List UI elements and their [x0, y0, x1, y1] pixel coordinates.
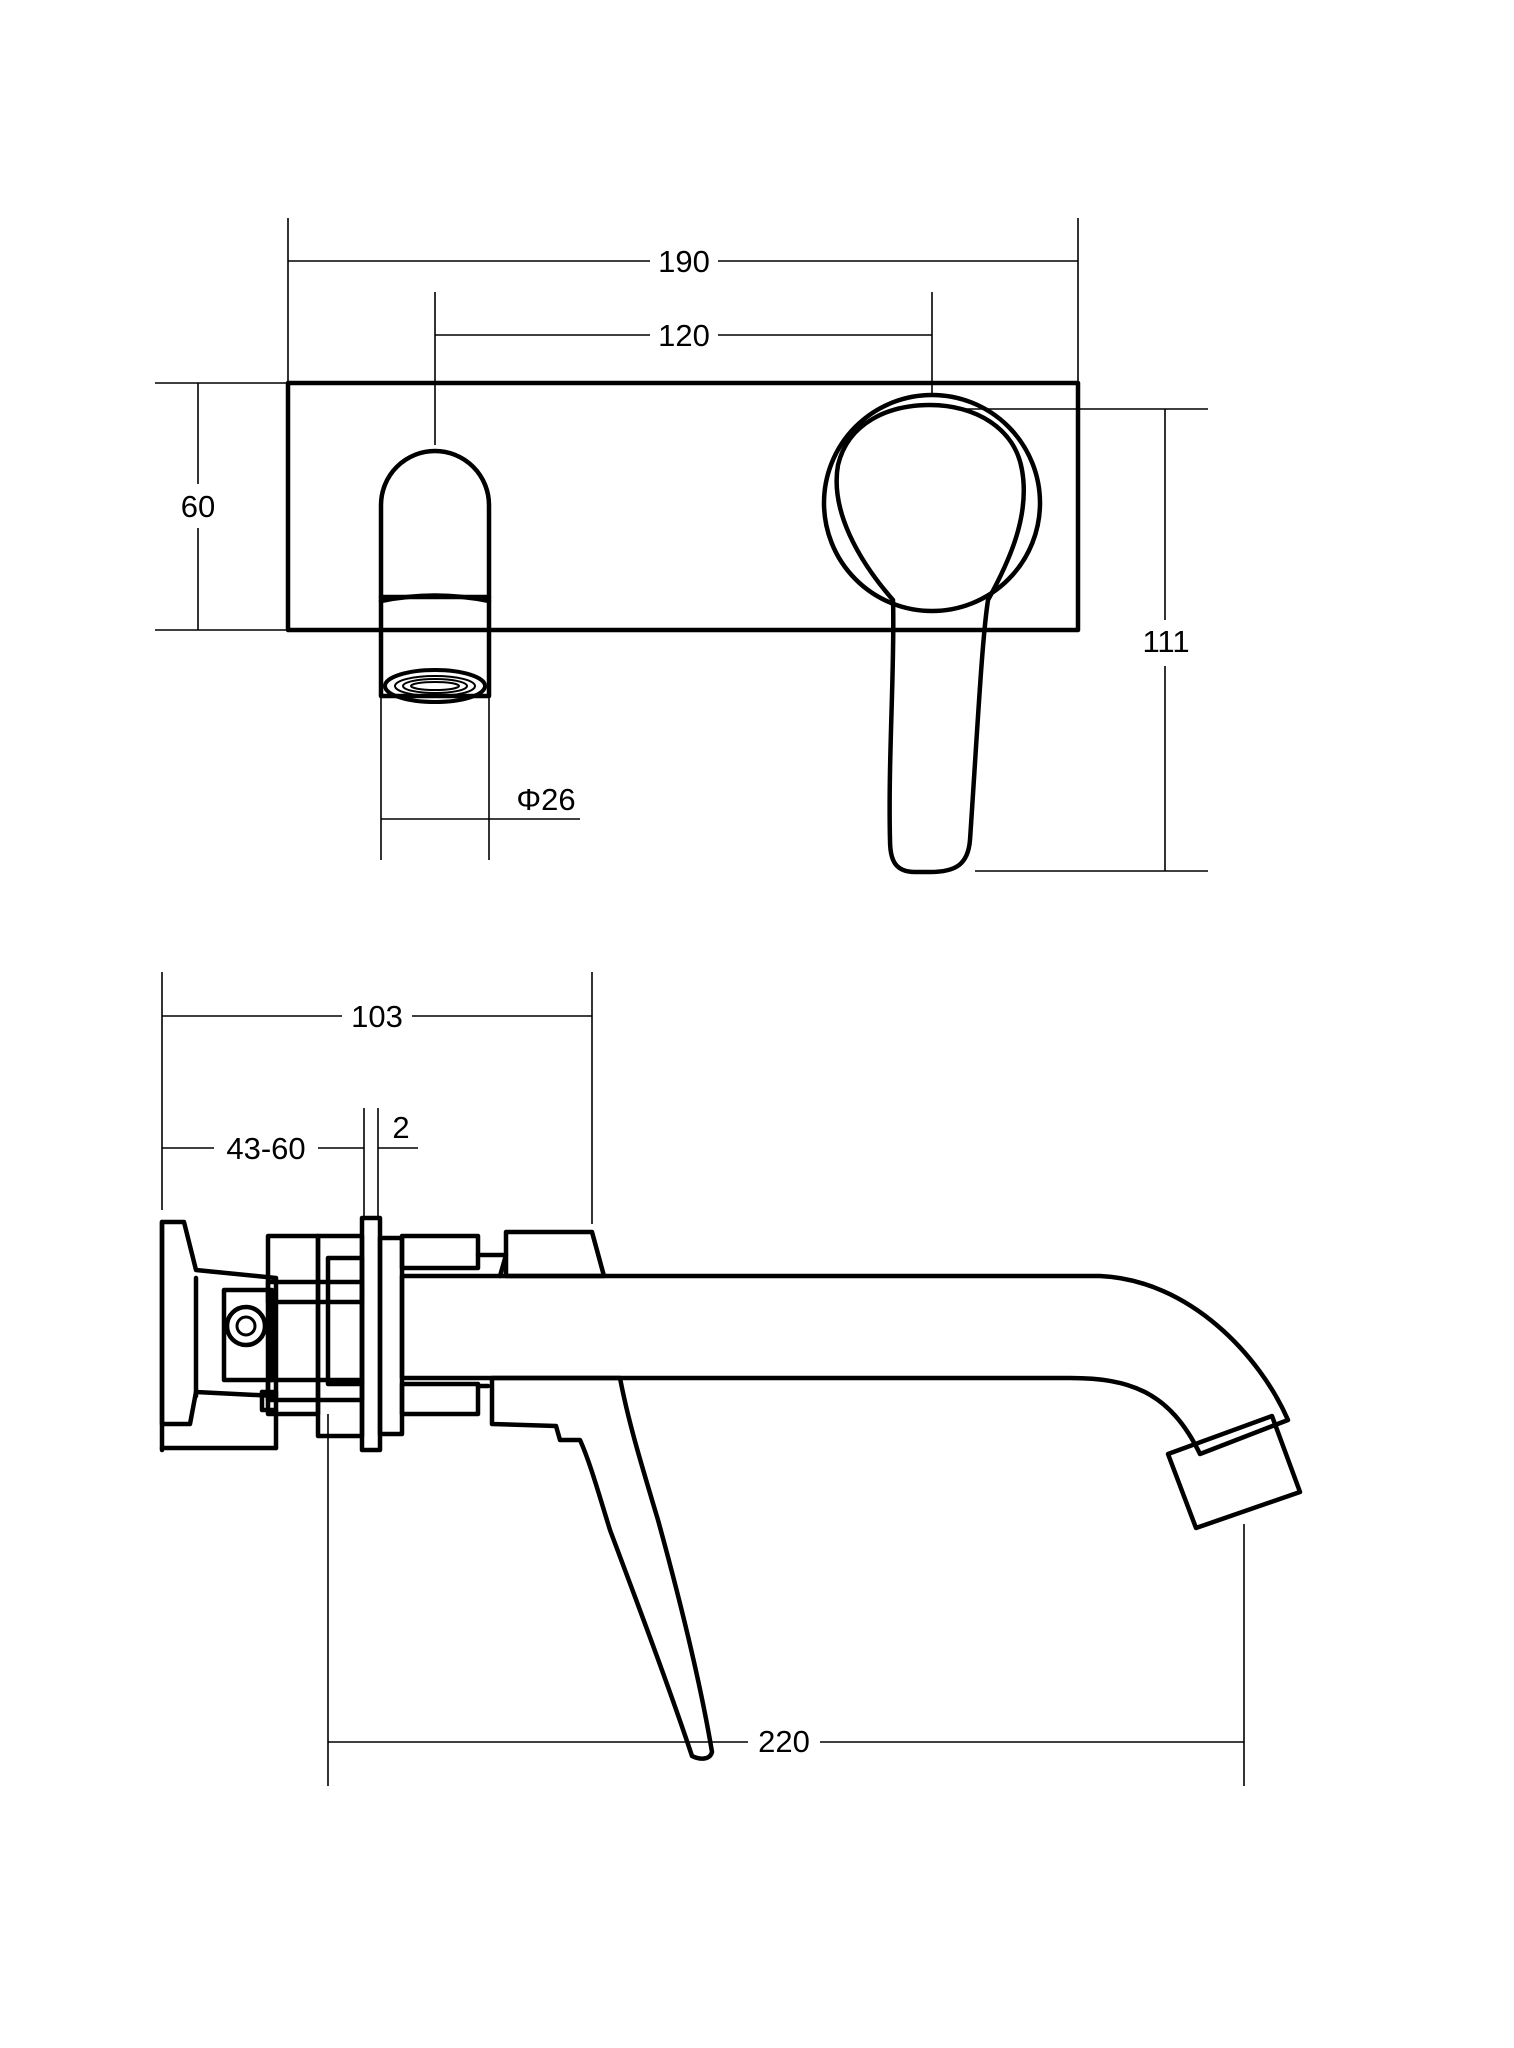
- dim-2: 2: [392, 1110, 409, 1145]
- dim-60: 60: [181, 489, 215, 524]
- wall-flange: [325, 1215, 509, 1453]
- dim-111: 111: [1142, 624, 1189, 659]
- dim-190: 190: [658, 244, 710, 279]
- handle-front: [821, 392, 1043, 875]
- spout-side: [399, 1273, 1291, 1457]
- dim-43-60: 43-60: [226, 1131, 305, 1166]
- lever-side: [503, 1229, 607, 1279]
- dim-103: 103: [351, 999, 403, 1034]
- lever-handle-side: [489, 1375, 715, 1761]
- dim-phi26: Φ26: [516, 782, 575, 817]
- aerator-icon: [383, 668, 487, 704]
- wall-plate: [285, 380, 1081, 633]
- side-view: 103 43-60 2 220: [159, 972, 1303, 1786]
- spout-tip: [1165, 1413, 1303, 1531]
- dim-220: 220: [758, 1724, 810, 1759]
- spout-front: [378, 448, 492, 704]
- dim-120: 120: [658, 318, 710, 353]
- front-view: 190 120 60 111 Φ26: [155, 218, 1208, 875]
